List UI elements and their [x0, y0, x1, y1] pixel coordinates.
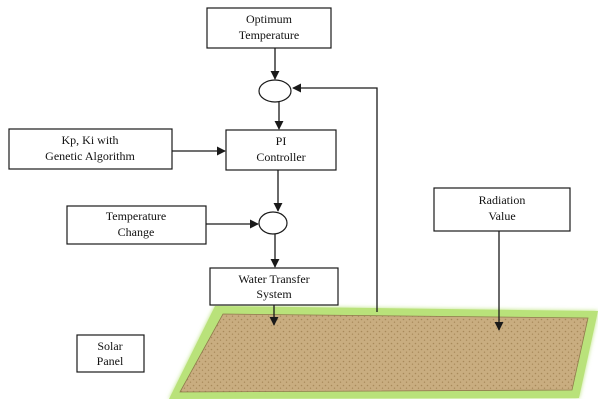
optimum-temperature-line-1: Optimum	[246, 12, 293, 26]
water-transfer-line-2: System	[256, 287, 292, 301]
summing-junction-top	[258, 79, 292, 103]
radiation-value-line-1: Radiation	[479, 193, 526, 207]
pi-controller-block: PI Controller	[225, 129, 337, 171]
temperature-change-line-2: Change	[118, 225, 155, 239]
temperature-change-block: Temperature Change	[66, 205, 207, 245]
feedback-arrow-panel-to-junction	[292, 83, 378, 312]
kp-ki-line-2: Genetic Algorithm	[45, 149, 135, 163]
optimum-temperature-block: Optimum Temperature	[206, 7, 332, 49]
radiation-value-block: Radiation Value	[433, 187, 571, 232]
water-transfer-system-block: Water Transfer System	[209, 267, 339, 306]
solar-panel-line-2: Panel	[97, 354, 124, 368]
kp-ki-line-1: Kp, Ki with	[62, 133, 119, 147]
summing-junction-bottom	[258, 211, 288, 235]
pi-controller-line-1: PI	[276, 134, 287, 148]
radiation-value-line-2: Value	[488, 209, 515, 223]
kp-ki-genetic-algorithm-block: Kp, Ki with Genetic Algorithm	[8, 128, 173, 170]
solar-panel-graphic	[169, 306, 598, 399]
solar-panel-line-1: Solar	[97, 339, 122, 353]
pi-controller-line-2: Controller	[256, 150, 305, 164]
optimum-temperature-line-2: Temperature	[239, 28, 299, 42]
water-transfer-line-1: Water Transfer	[238, 272, 309, 286]
temperature-change-line-1: Temperature	[106, 209, 166, 223]
solar-panel-label-block: Solar Panel	[76, 334, 145, 373]
